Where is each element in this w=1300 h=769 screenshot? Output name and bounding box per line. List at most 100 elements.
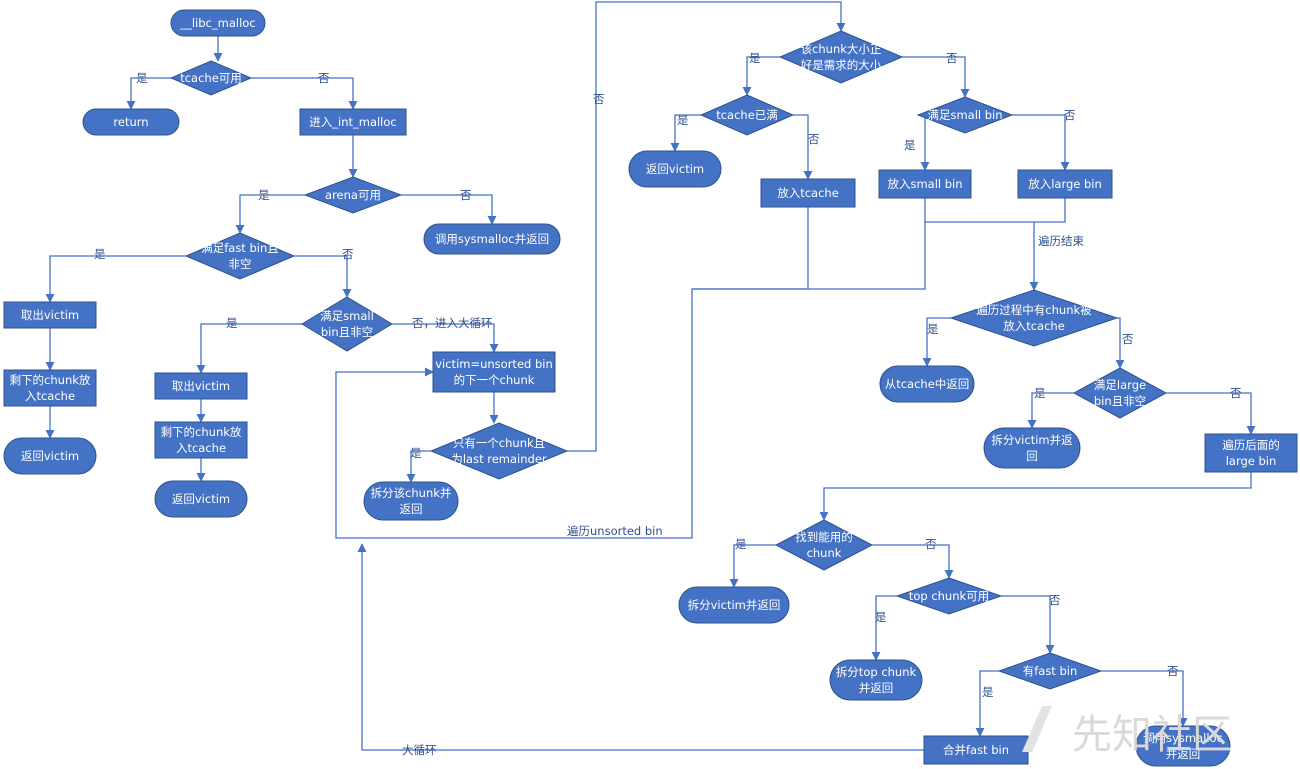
edge-label-l16: 是 (904, 138, 916, 152)
edge-labels: 是否是否是否是否，进入大循环是否遍历unsorted bin是否是否是否遍历结束… (94, 51, 1242, 757)
decision-had-tcache-text: 放入tcache (1003, 319, 1065, 333)
edge-label-l6: 否 (342, 247, 354, 261)
process-rest-to-tcache-small-box (154, 421, 248, 459)
edge-label-l1: 是 (136, 71, 148, 85)
edge-label-l25: 是 (875, 610, 887, 624)
edge-label-l27: 是 (982, 685, 994, 699)
terminal-split-victim-large-box (983, 427, 1081, 469)
decision-fast-bin: 满足fast bin且非空 (184, 232, 296, 280)
terminal-return-victim-small-box (154, 480, 248, 518)
start-libc-malloc: __libc_malloc (170, 9, 266, 37)
edge-label-l22: 否 (1230, 386, 1242, 400)
decision-small-bin-size-diamond (916, 96, 1014, 134)
terminal-return-box (82, 108, 180, 136)
decision-had-tcache-diamond (949, 289, 1119, 347)
decision-small-bin-size-text: 满足small bin (927, 108, 1002, 122)
process-put-tcache: 放入tcache (760, 178, 856, 208)
process-walk-large-bins: 遍历后面的 large bin (1204, 433, 1298, 473)
edge-25 (924, 198, 1039, 291)
process-walk-large-bins-text: large bin (1226, 454, 1277, 468)
edge-label-l26: 否 (1049, 593, 1061, 607)
edge-36 (1001, 595, 1055, 654)
terminal-return-text: return (113, 115, 148, 129)
process-enter-int-malloc-text: 进入_int_malloc (309, 115, 397, 129)
edge-32 (819, 472, 1252, 521)
process-put-small-bin: 放入small bin (878, 169, 972, 199)
edge-label-l29: 大循环 (402, 743, 437, 757)
terminal-split-victim-large: 拆分victim并返回 (983, 427, 1081, 469)
terminal-return-victim-small-text: 返回victim (172, 492, 230, 506)
decision-arena-available-text: arena可用 (325, 188, 381, 202)
edge-label-l7: 是 (226, 316, 238, 330)
decision-fast-bin-text: 非空 (229, 257, 252, 271)
terminal-split-chunk-text: 拆分该chunk并 (371, 486, 452, 500)
process-put-small-bin-text: 放入small bin (887, 177, 962, 191)
decision-has-fast-bin-diamond (997, 652, 1103, 690)
process-enter-int-malloc: 进入_int_malloc (299, 108, 407, 136)
terminal-split-chunk-text: 返回 (400, 502, 423, 516)
edges (45, 1, 1256, 751)
process-put-tcache-box (760, 178, 856, 208)
terminal-split-top-chunk-box (829, 659, 923, 701)
terminal-split-victim-box (678, 586, 790, 624)
process-victim-unsorted-text: 的下一个chunk (454, 373, 535, 387)
decision-large-bin-diamond (1072, 367, 1168, 419)
nodes: __libc_malloc tcache可用 return 进入_int_malloc… (3, 9, 1298, 767)
edge-28 (922, 317, 951, 367)
edge-18 (742, 56, 780, 96)
start-libc-malloc-text: __libc_malloc (179, 16, 255, 30)
decision-found-chunk-diamond (774, 519, 874, 571)
edge-label-l28: 否 (1167, 664, 1179, 678)
terminal-split-top-chunk-text: 拆分top chunk (836, 665, 917, 679)
terminal-return-victim-exact-box (628, 150, 722, 188)
terminal-return-from-tcache-text: 从tcache中返回 (885, 377, 970, 391)
decision-small-bin: 满足small bin且非空 (301, 296, 393, 352)
process-walk-large-bins-text: 遍历后面的 (1222, 438, 1280, 452)
decision-last-remainder-diamond (429, 422, 569, 480)
edge-39 (357, 543, 924, 751)
decision-exact-size-diamond (778, 30, 904, 84)
decision-small-bin-text: bin且非空 (321, 325, 373, 339)
process-rest-to-tcache-fast-text: 入tcache (25, 389, 75, 403)
edge-label-l11: 遍历unsorted bin (567, 524, 663, 538)
edge-5 (401, 194, 497, 225)
edge-6 (235, 194, 305, 234)
terminal-return: return (82, 108, 180, 136)
process-enter-int-malloc-box (299, 108, 407, 136)
terminal-call-sysmalloc-final-text: 并返回 (1166, 747, 1201, 761)
terminal-call-sysmalloc: 调用sysmalloc并返回 (423, 223, 561, 255)
edge-37 (975, 670, 999, 737)
edge-label-l23: 是 (735, 537, 747, 551)
terminal-return-victim-fast: 返回victim (3, 437, 97, 475)
decision-tcache-full-diamond (699, 94, 795, 136)
edge-label-l18: 遍历结束 (1038, 234, 1084, 248)
watermark-icon (1022, 706, 1052, 752)
edge-label-l17: 否 (1064, 108, 1076, 122)
edge-38 (1101, 670, 1188, 727)
decision-small-bin-text: 满足small (320, 309, 374, 323)
decision-large-bin-text: 满足large (1094, 378, 1146, 392)
decision-small-bin-diamond (301, 296, 393, 352)
terminal-call-sysmalloc-text: 调用sysmalloc并返回 (435, 232, 549, 246)
terminal-split-chunk-box (363, 481, 459, 521)
edge-22 (918, 114, 930, 171)
decision-arena-available: arena可用 (303, 176, 403, 214)
decision-has-fast-bin-text: 有fast bin (1023, 664, 1078, 678)
process-take-victim-fast: 取出victim (3, 301, 97, 329)
process-victim-unsorted-text: victim=unsorted bin (435, 357, 553, 371)
decision-small-bin-size: 满足small bin (916, 96, 1014, 134)
decision-found-chunk-text: chunk (807, 546, 842, 560)
decision-tcache-available-text: tcache可用 (180, 71, 242, 85)
decision-tcache-full: tcache已满 (699, 94, 795, 136)
terminal-return-victim-exact-text: 返回victim (646, 162, 704, 176)
process-rest-to-tcache-small-text: 入tcache (176, 441, 226, 455)
terminal-split-victim-text: 拆分victim并返回 (688, 598, 781, 612)
watermark-logo: 先知社区 (1022, 706, 1232, 758)
process-put-large-bin: 放入large bin (1017, 169, 1113, 199)
edge-label-l24: 否 (925, 537, 937, 551)
edge-label-l2: 否 (318, 71, 330, 85)
